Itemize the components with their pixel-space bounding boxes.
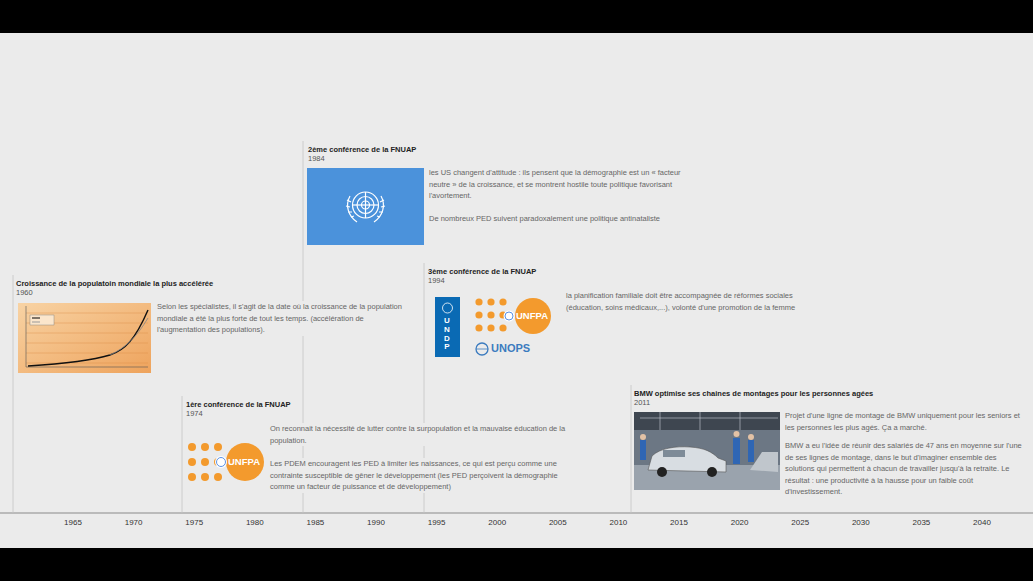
timeline-event: BMW optimise ses chaines de montages pou…: [632, 387, 1028, 498]
un-emblem-picture: [307, 168, 424, 245]
undp-unfpa-unops-logos: [435, 297, 551, 357]
timeline-event: 1ère conférence de la FNUAP1974 On reconn…: [184, 398, 573, 493]
population-chart: [18, 303, 151, 373]
event-year: 1994: [428, 276, 445, 285]
event-text: Projet d'une ligne de montage de BMW uni…: [784, 410, 1028, 433]
axis-year: 2015: [664, 518, 694, 527]
axis-year: 1980: [240, 518, 270, 527]
event-text: BMW a eu l'idée de réunir des salariés d…: [784, 440, 1028, 498]
logo-text: UNOPS: [491, 342, 530, 354]
event-line: [13, 275, 14, 513]
event-title: Croissance de la populatoin mondiale la …: [16, 279, 213, 288]
event-title: 1ère conférence de la FNUAP: [186, 400, 291, 409]
axis-year: 1965: [58, 518, 88, 527]
event-year: 1974: [186, 409, 203, 418]
axis-year: 2040: [967, 518, 997, 527]
axis-year: 1975: [179, 518, 209, 527]
event-title: 3ème conférence de la FNUAP: [428, 267, 536, 276]
axis-year: 2000: [482, 518, 512, 527]
logo-text: UNFPA: [516, 310, 548, 321]
timeline-event: 3ème conférence de la FNUAP1994 la planif…: [426, 265, 807, 313]
event-line: [631, 385, 632, 513]
logo-text: UNFPA: [228, 456, 260, 467]
logo-text: UNDP: [443, 317, 451, 352]
event-text: On reconnait la nécessité de lutter cont…: [269, 423, 573, 446]
event-year: 1960: [16, 288, 33, 297]
axis-year: 2030: [846, 518, 876, 527]
time-axis: [0, 512, 1033, 513]
event-line: [182, 396, 183, 513]
axis-year: 2005: [543, 518, 573, 527]
axis-year: 2035: [906, 518, 936, 527]
event-title: BMW optimise ses chaines de montages pou…: [634, 389, 873, 398]
timeline-event: Croissance de la populatoin mondiale la …: [14, 277, 406, 336]
axis-year: 1995: [422, 518, 452, 527]
axis-year: 1990: [361, 518, 391, 527]
axis-year: 2010: [603, 518, 633, 527]
event-text: Les PDEM encouragent les PED à limiter l…: [269, 458, 573, 493]
event-year: 1984: [308, 154, 325, 163]
event-text: De nombreux PED suivent paradoxalement u…: [428, 213, 702, 225]
event-title: 2ème conférence de la FNUAP: [308, 145, 416, 154]
axis-year: 2025: [785, 518, 815, 527]
unfpa-logo: [188, 443, 264, 481]
timeline-event: 2ème conférence de la FNUAP1984 les US ch…: [306, 143, 702, 225]
axis-year: 1970: [119, 518, 149, 527]
axis-year: 2020: [725, 518, 755, 527]
event-text: les US changent d'attitude : ils pensent…: [428, 167, 702, 202]
assembly-line-photo: [634, 412, 780, 490]
event-text: la planification familiale doit être acc…: [565, 290, 807, 313]
event-year: 2011: [634, 398, 650, 407]
axis-year: 1985: [300, 518, 330, 527]
event-text: Selon les spécialistes, il s'agit de la …: [156, 301, 406, 336]
